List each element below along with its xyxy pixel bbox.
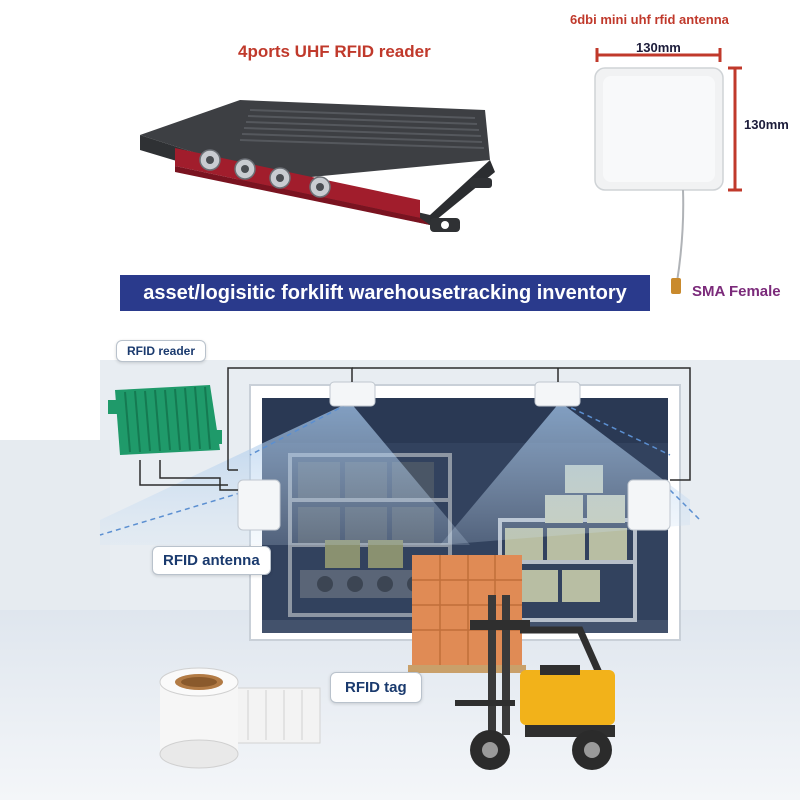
green-rfid-reader — [108, 385, 222, 455]
rfid-tag-callout: RFID tag — [330, 672, 422, 703]
forklift — [455, 595, 615, 770]
sma-female-label: SMA Female — [692, 283, 781, 300]
usage-banner: asset/logisitic forklift warehousetracki… — [120, 275, 650, 311]
rfid-reader-device-image — [140, 100, 495, 232]
rfid-reader-callout: RFID reader — [116, 340, 207, 362]
warehouse-illustration — [0, 360, 800, 800]
antenna-height-label: 130mm — [744, 117, 789, 132]
antenna-title: 6dbi mini uhf rfid antenna — [570, 12, 729, 27]
rfid-tag-roll — [159, 667, 321, 769]
rfid-antenna-callout: RFID antenna — [152, 546, 271, 575]
rfid-antenna-image — [594, 48, 742, 294]
antenna-width-label: 130mm — [636, 40, 681, 55]
reader-title: 4ports UHF RFID reader — [238, 42, 431, 61]
